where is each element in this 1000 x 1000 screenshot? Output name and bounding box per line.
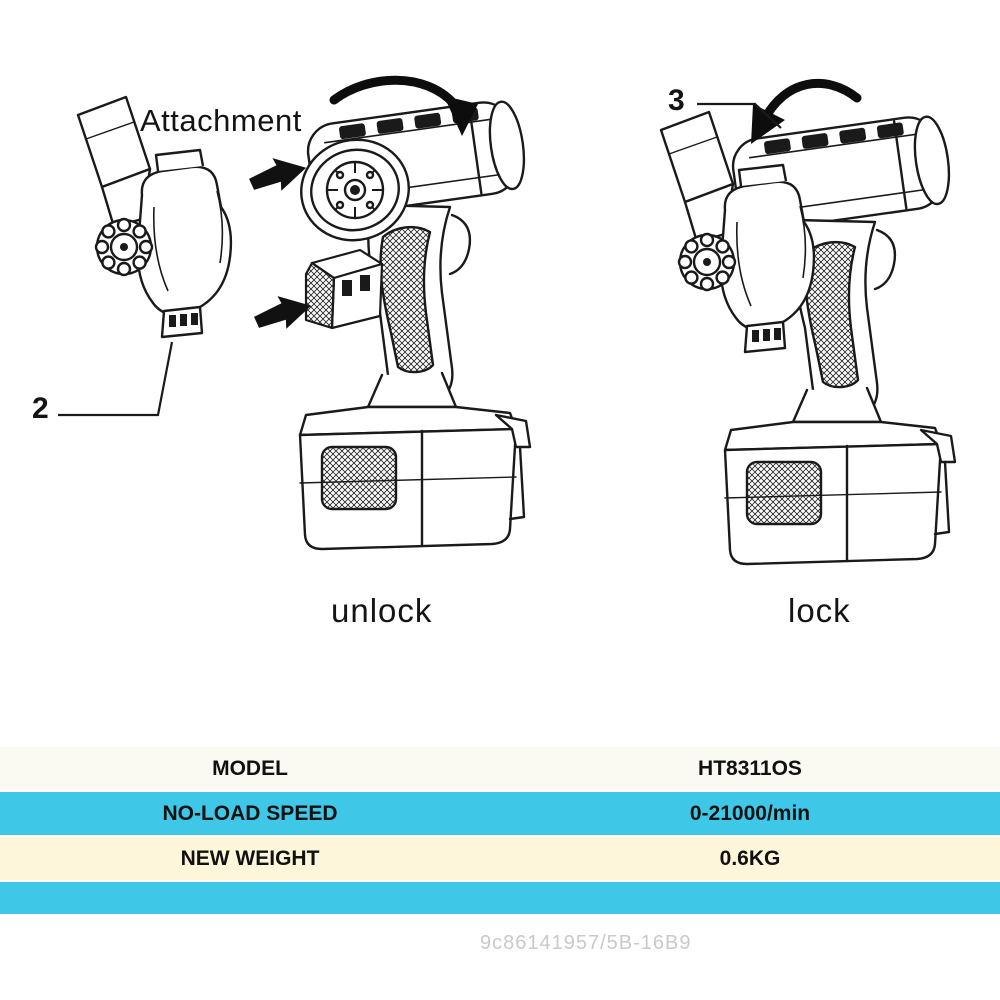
spec-value-no-load-speed: 0-21000/min (689, 801, 811, 825)
spec-footer-bar (0, 882, 1000, 914)
spec-row-no-load-speed: NO-LOAD SPEED 0-21000/min (0, 792, 1000, 835)
step-3-number: 3 (668, 84, 685, 117)
step-2-number: 2 (32, 392, 49, 425)
spec-row-model: MODEL HT8311OS (0, 747, 1000, 790)
spec-value-new-weight: 0.6KG (719, 846, 781, 870)
unlock-step-illustration (58, 75, 532, 551)
step-2-leader-line (58, 341, 174, 417)
spec-row-new-weight: NEW WEIGHT 0.6KG (0, 837, 1000, 880)
spec-label-new-weight: NEW WEIGHT (180, 846, 320, 870)
lock-step-illustration (659, 78, 957, 566)
unlock-caption: unlock (331, 592, 433, 629)
spec-table: MODEL HT8311OS NO-LOAD SPEED 0-21000/min… (0, 747, 1000, 914)
spec-label-no-load-speed: NO-LOAD SPEED (162, 801, 338, 825)
tool-connector-block (304, 248, 384, 330)
rotate-lock-arrow-icon (751, 78, 862, 144)
lock-caption: lock (788, 592, 851, 629)
watermark-text: 9c86141957/5B-16B9 (480, 932, 692, 954)
spec-value-model: HT8311OS (698, 756, 802, 780)
rotate-unlock-arrow-icon (329, 75, 478, 136)
attachment-label: Attachment (140, 103, 302, 138)
step-3-leader-line (697, 102, 782, 129)
spec-label-model: MODEL (212, 756, 288, 780)
